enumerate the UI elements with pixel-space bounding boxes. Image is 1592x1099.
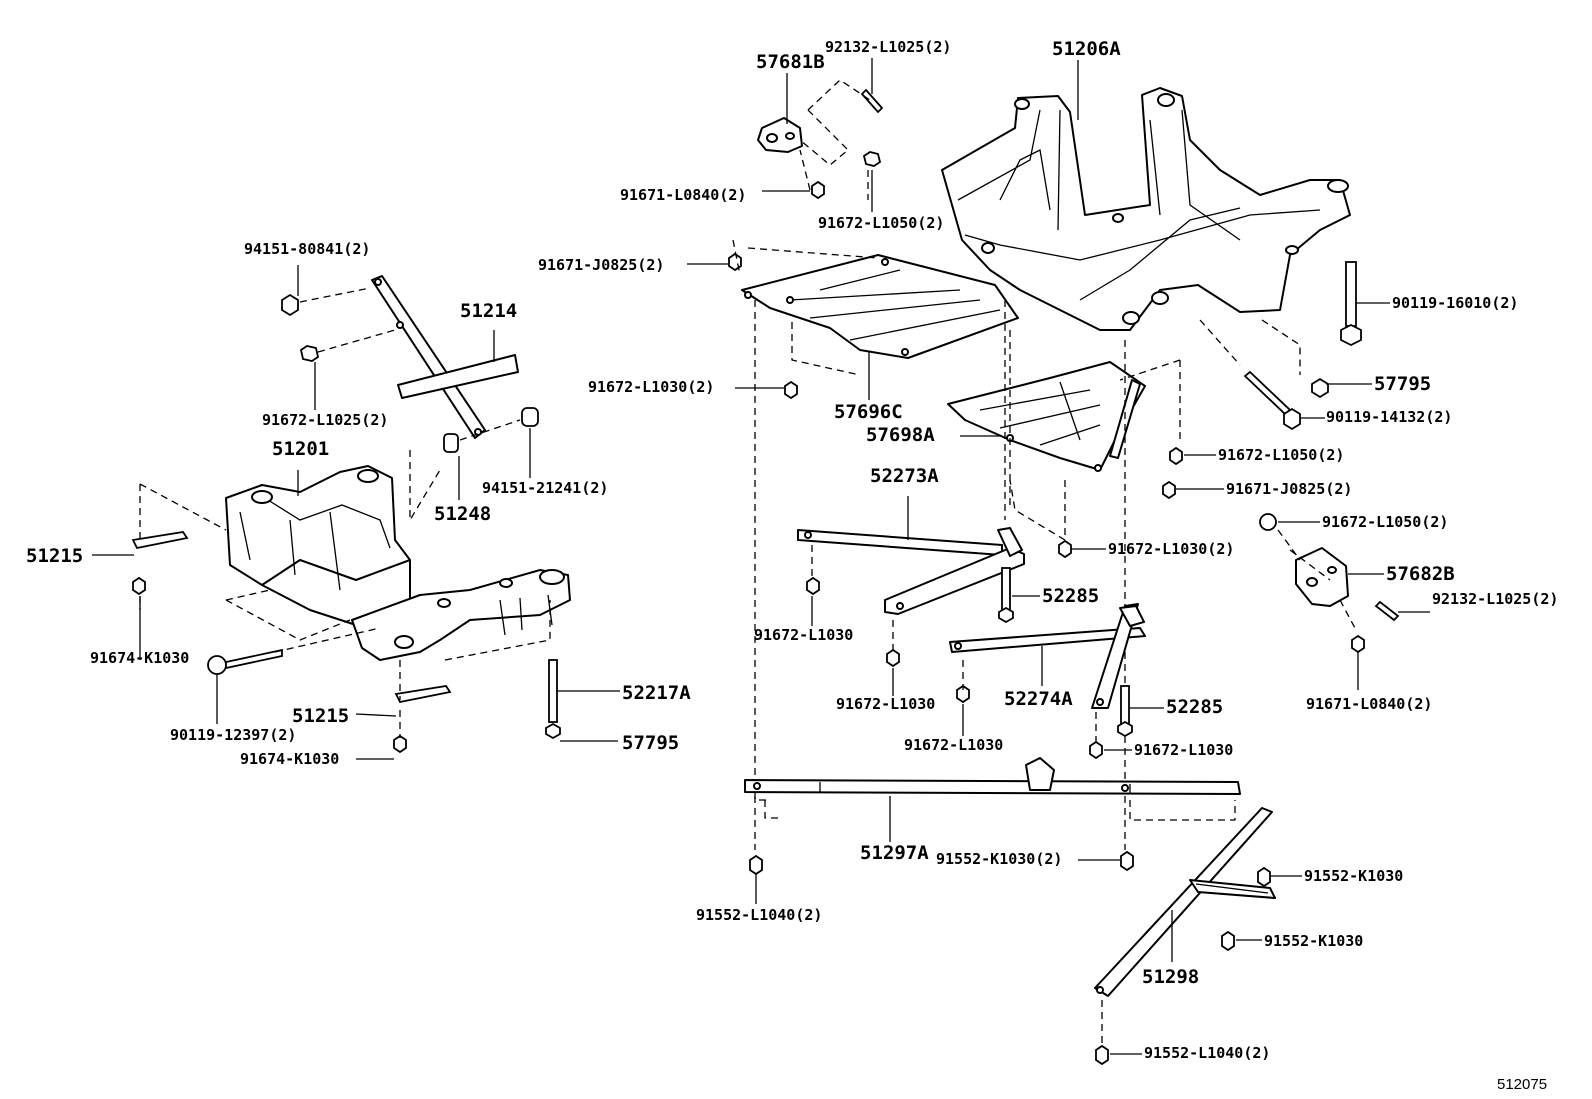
callout-91672-L1030-c: 91672-L1030 <box>904 736 1003 754</box>
callout-91672-L1030-2-left: 91672-L1030(2) <box>588 378 714 396</box>
callout-52217A: 52217A <box>622 682 691 704</box>
callout-51206A: 51206A <box>1052 38 1121 60</box>
callout-91671-L0840-right: 91671-L0840(2) <box>1306 695 1432 713</box>
callout-91552-L1040-bottom: 91552-L1040(2) <box>1144 1044 1270 1062</box>
callout-51215-lower: 51215 <box>292 705 349 727</box>
callout-labels: 94151-80841(2) 51214 91672-L1025(2) 5120… <box>26 38 1558 1093</box>
callout-91671-J0825-upper: 91671-J0825(2) <box>538 256 664 274</box>
callout-94151-80841: 94151-80841(2) <box>244 240 370 258</box>
callout-91674-K1030-lower: 91674-K1030 <box>240 750 339 768</box>
callout-51297A: 51297A <box>860 842 929 864</box>
callout-92132-L1025-right: 92132-L1025(2) <box>1432 590 1558 608</box>
callout-51201: 51201 <box>272 438 329 460</box>
callout-52285-upper: 52285 <box>1042 585 1099 607</box>
brace-51297A <box>744 757 1241 795</box>
brace-52273A <box>797 527 1025 615</box>
callout-91672-L1030-d: 91672-L1030 <box>1134 741 1233 759</box>
cover-57698A <box>947 361 1146 472</box>
bottom-dashed-guides <box>754 796 1236 1048</box>
callout-91674-K1030-left: 91674-K1030 <box>90 649 189 667</box>
frame-51206A <box>941 87 1351 331</box>
figure-id: 512075 <box>1497 1076 1547 1093</box>
callout-91672-L1050-right: 91672-L1050(2) <box>1322 513 1448 531</box>
callout-51298: 51298 <box>1142 966 1199 988</box>
callout-51214: 51214 <box>460 300 517 322</box>
callout-57795-right: 57795 <box>1374 373 1431 395</box>
callout-94151-21241: 94151-21241(2) <box>482 479 608 497</box>
callout-57682B: 57682B <box>1386 563 1455 585</box>
right-upper-fasteners <box>784 261 1362 559</box>
callout-90119-12397: 90119-12397(2) <box>170 726 296 744</box>
callout-91552-K1030-upper: 91552-K1030 <box>1304 867 1403 885</box>
callout-92132-L1025-upper: 92132-L1025(2) <box>825 38 951 56</box>
brace-52274A <box>949 603 1146 709</box>
callout-52273A: 52273A <box>870 465 939 487</box>
brace-51214 <box>371 275 519 439</box>
callout-57681B: 57681B <box>756 51 825 73</box>
cover-57696C <box>741 254 1019 359</box>
callout-91672-L1030-2-mid: 91672-L1030(2) <box>1108 540 1234 558</box>
callout-51215-upper: 51215 <box>26 545 83 567</box>
callout-91552-K1030-2: 91552-K1030(2) <box>936 850 1062 868</box>
middle-dashed-guides <box>811 545 1097 745</box>
callout-91672-L1050-mid: 91672-L1050(2) <box>1218 446 1344 464</box>
brace-51298 <box>1094 807 1276 997</box>
middle-fasteners <box>806 567 1133 760</box>
callout-52285-lower: 52285 <box>1166 696 1223 718</box>
bracket-57681B <box>728 88 884 272</box>
leader-lines <box>92 58 1430 1055</box>
bracket-57682B <box>1259 513 1400 654</box>
callout-57696C: 57696C <box>834 401 903 423</box>
bottom-fasteners <box>749 850 1271 1066</box>
callout-91552-K1030-lower: 91552-K1030 <box>1264 932 1363 950</box>
callout-91671-J0825-mid: 91671-J0825(2) <box>1226 480 1352 498</box>
left-fasteners <box>131 293 561 754</box>
callout-91672-L1030-a: 91672-L1030 <box>754 626 853 644</box>
left-dashed-guides <box>139 287 551 738</box>
crossmember-51201 <box>225 465 571 661</box>
callout-91671-L0840-upper: 91671-L0840(2) <box>620 186 746 204</box>
callout-52274A: 52274A <box>1004 688 1073 710</box>
callout-90119-14132: 90119-14132(2) <box>1326 408 1452 426</box>
callout-57795-left: 57795 <box>622 732 679 754</box>
callout-90119-16010: 90119-16010(2) <box>1392 294 1518 312</box>
callout-91672-L1030-b: 91672-L1030 <box>836 695 935 713</box>
callout-91672-L1050-upper: 91672-L1050(2) <box>818 214 944 232</box>
callout-91552-L1040-left: 91552-L1040(2) <box>696 906 822 924</box>
callout-51248: 51248 <box>434 503 491 525</box>
callout-91672-L1025: 91672-L1025(2) <box>262 411 388 429</box>
callout-57698A: 57698A <box>866 424 935 446</box>
